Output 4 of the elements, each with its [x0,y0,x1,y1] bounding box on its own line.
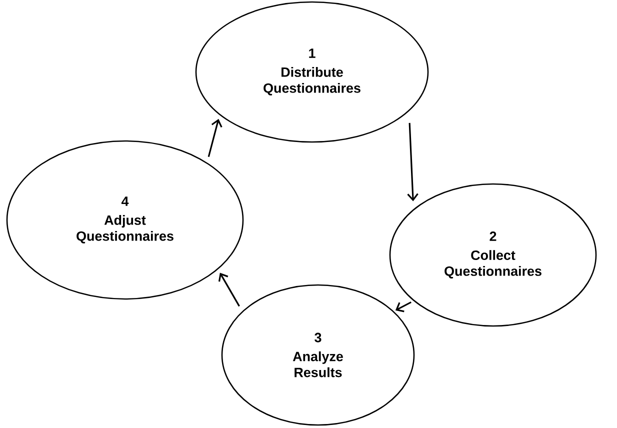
arrow [208,118,222,158]
arrow [407,122,418,202]
arrow [395,301,412,312]
arrow [218,272,240,307]
